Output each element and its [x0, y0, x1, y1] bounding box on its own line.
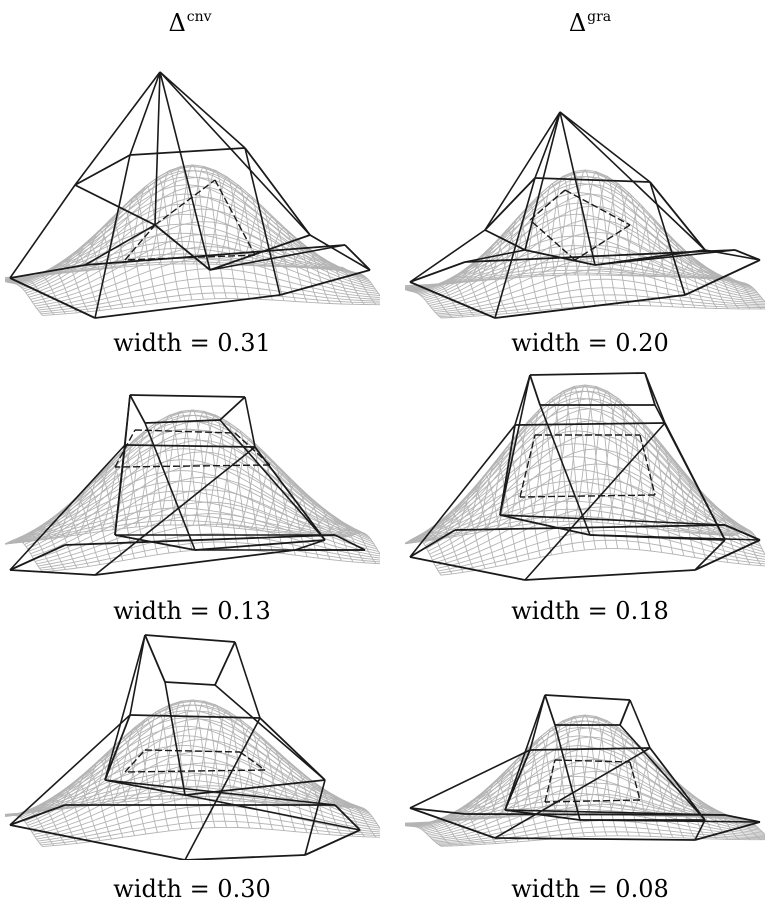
control-net: [9, 394, 366, 576]
panel-gra-3: [405, 690, 765, 855]
caption-panel-3: width = 0.13: [113, 597, 271, 625]
surface-mesh: [5, 409, 380, 573]
surface-plot: [5, 634, 380, 860]
surface-mesh: [405, 169, 765, 319]
column-header-cnv: Δcnv: [90, 0, 290, 37]
panel-cnv-1: [5, 60, 380, 330]
surface-plot: [5, 71, 380, 319]
surface-plot: [405, 111, 765, 319]
caption-panel-4: width = 0.18: [511, 597, 669, 625]
control-net: [9, 71, 371, 319]
delta-symbol: Δ: [168, 9, 186, 37]
surface-plot: [405, 694, 765, 847]
control-net: [9, 634, 361, 860]
superscript-cnv: cnv: [186, 9, 212, 25]
caption-panel-1: width = 0.31: [113, 329, 271, 357]
surface-plot: [405, 372, 765, 581]
panel-cnv-3: [5, 630, 380, 860]
column-header-gra: Δgra: [490, 0, 690, 37]
surface-mesh: [5, 699, 380, 848]
surface-mesh: [405, 714, 765, 847]
panel-cnv-2: [5, 385, 380, 585]
caption-panel-5: width = 0.30: [113, 875, 271, 903]
surface-plot: [5, 394, 380, 576]
control-net: [409, 372, 761, 581]
surface-mesh: [5, 164, 380, 316]
surface-mesh: [405, 384, 765, 576]
caption-panel-6: width = 0.08: [511, 875, 669, 903]
delta-symbol: Δ: [568, 9, 587, 37]
caption-panel-2: width = 0.20: [511, 329, 669, 357]
panel-gra-2: [405, 365, 765, 590]
superscript-gra: gra: [587, 9, 612, 25]
control-net: [409, 694, 761, 841]
panel-gra-1: [405, 100, 765, 330]
control-net: [409, 111, 761, 319]
